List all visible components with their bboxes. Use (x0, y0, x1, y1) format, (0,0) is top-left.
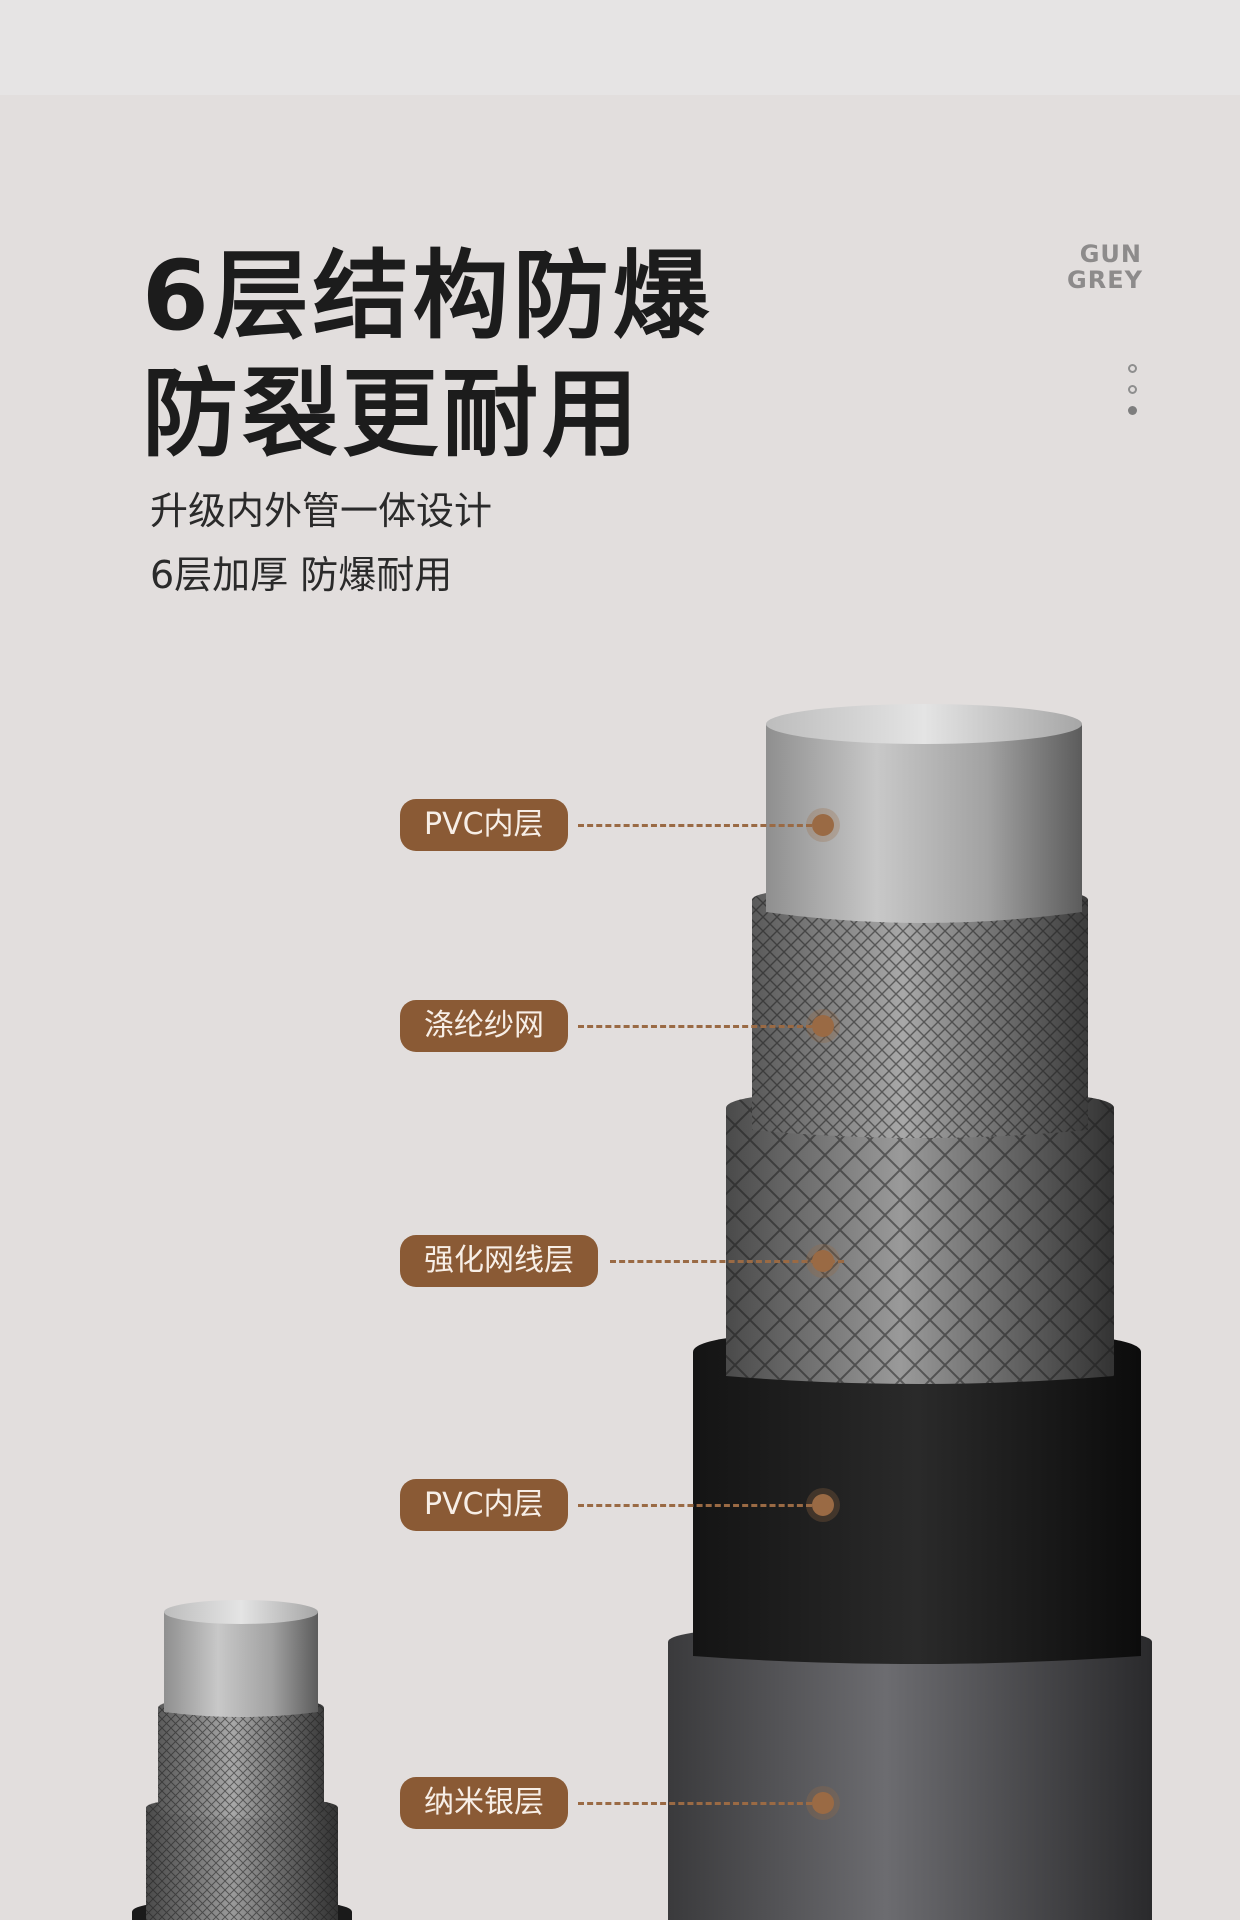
subtitle-line-1: 升级内外管一体设计 (150, 489, 493, 533)
pagination-dot-2[interactable] (1128, 385, 1137, 394)
layer-marker-dot (812, 814, 834, 836)
layer-label-pvc-middle: PVC内层 (400, 1479, 568, 1531)
layer-label-nano-silver: 纳米银层 (400, 1777, 568, 1829)
layer-label-reinforced-braid: 强化网线层 (400, 1235, 598, 1287)
leader-line (578, 1504, 812, 1507)
brand-color-line-2: GREY (1067, 266, 1143, 294)
subtitle-line-2: 6层加厚 防爆耐用 (150, 553, 453, 597)
leader-line (610, 1260, 844, 1263)
leader-line (578, 1802, 812, 1805)
leader-line (578, 1025, 812, 1028)
layer-marker-dot (812, 1792, 834, 1814)
layer-marker-dot (812, 1494, 834, 1516)
leader-line (578, 824, 812, 827)
layer-label-pvc-inner: PVC内层 (400, 799, 568, 851)
headline-line-2: 防裂更耐用 (142, 358, 642, 470)
pagination-dot-1[interactable] (1128, 364, 1137, 373)
headline-line-1: 6层结构防爆 (142, 240, 713, 352)
layer-label-polyester-mesh: 涤纶纱网 (400, 1000, 568, 1052)
top-bar (0, 0, 1240, 95)
pagination-dot-active[interactable] (1128, 406, 1137, 415)
layer-marker-dot (812, 1015, 834, 1037)
brand-color-line-1: GUN (1079, 240, 1142, 268)
layer-marker-dot (812, 1250, 834, 1272)
